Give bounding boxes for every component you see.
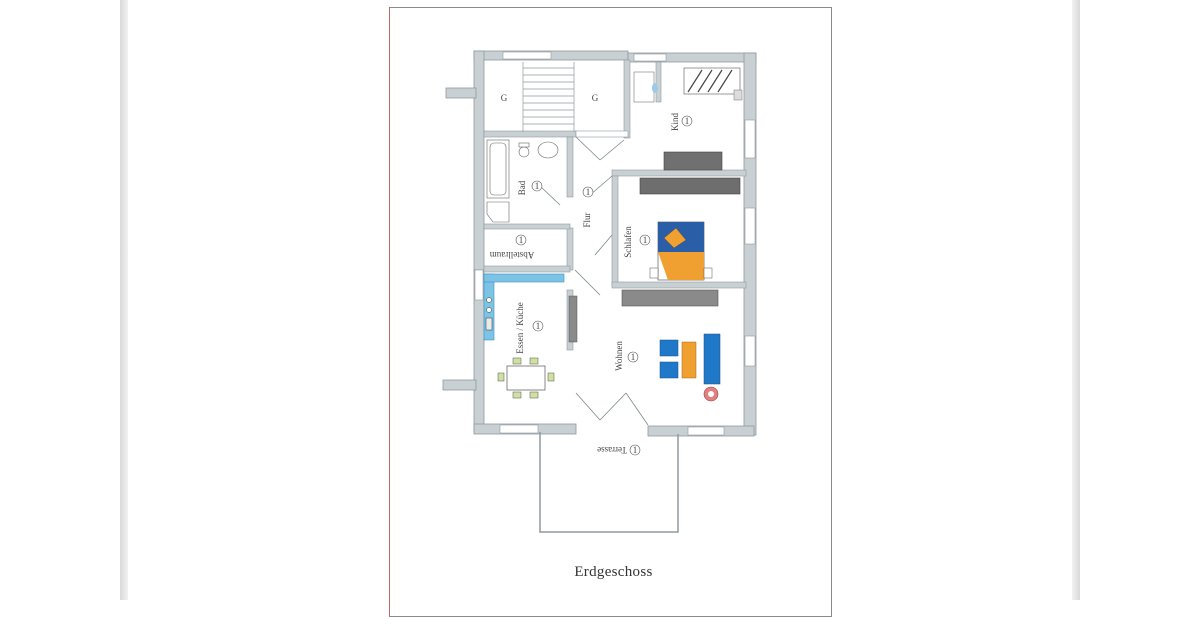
room-marker-abstellraum: 1 [515,234,527,246]
svg-text:1: 1 [685,116,690,126]
room-label-garage-right: G [592,93,599,103]
document-sheet [128,0,1072,600]
svg-text:1: 1 [519,235,524,245]
room-label-wohnen: Wohnen [614,341,624,371]
floor-plan: G G Kind 1 Bad 1 Flur 1 Abstellraum 1 Sc… [442,50,757,533]
room-marker-essen-kueche: 1 [532,320,544,332]
room-label-garage-left: G [501,93,508,103]
room-label-abstellraum: Abstellraum [490,250,535,260]
page-left-edge [120,0,128,600]
svg-text:1: 1 [643,235,648,245]
room-marker-terrasse: 1 [629,444,641,456]
floor-title: Erdgeschoss [574,564,653,580]
room-marker-wohnen: 1 [627,351,639,363]
staircase [522,62,575,132]
room-label-terrasse: Terrasse [597,445,627,455]
svg-text:1: 1 [536,321,541,331]
room-label-flur: Flur [582,212,592,227]
room-label-bad: Bad [517,180,527,195]
flur-cabinet [568,295,578,343]
room-label-kind: Kind [670,113,680,132]
svg-text:1: 1 [631,352,636,362]
room-marker-flur: 1 [582,186,594,198]
terrasse-outline [539,432,679,533]
room-marker-bad: 1 [531,180,543,192]
page-right-edge [1072,0,1080,600]
room-label-essen-kueche: Essen / Küche [515,302,525,354]
bad-furniture [486,139,559,223]
kitchen-counter [483,273,565,341]
windows [474,51,756,436]
room-marker-schlafen: 1 [639,234,651,246]
svg-text:1: 1 [633,445,638,455]
kind-furniture [633,67,743,171]
schlafen-furniture [621,177,741,307]
room-label-schlafen: Schlafen [623,226,633,258]
room-marker-kind: 1 [681,115,693,127]
door-swings [539,136,649,426]
svg-text:1: 1 [586,187,591,197]
dining-table [497,357,555,399]
svg-text:1: 1 [535,181,540,191]
wohnen-furniture [659,333,721,402]
